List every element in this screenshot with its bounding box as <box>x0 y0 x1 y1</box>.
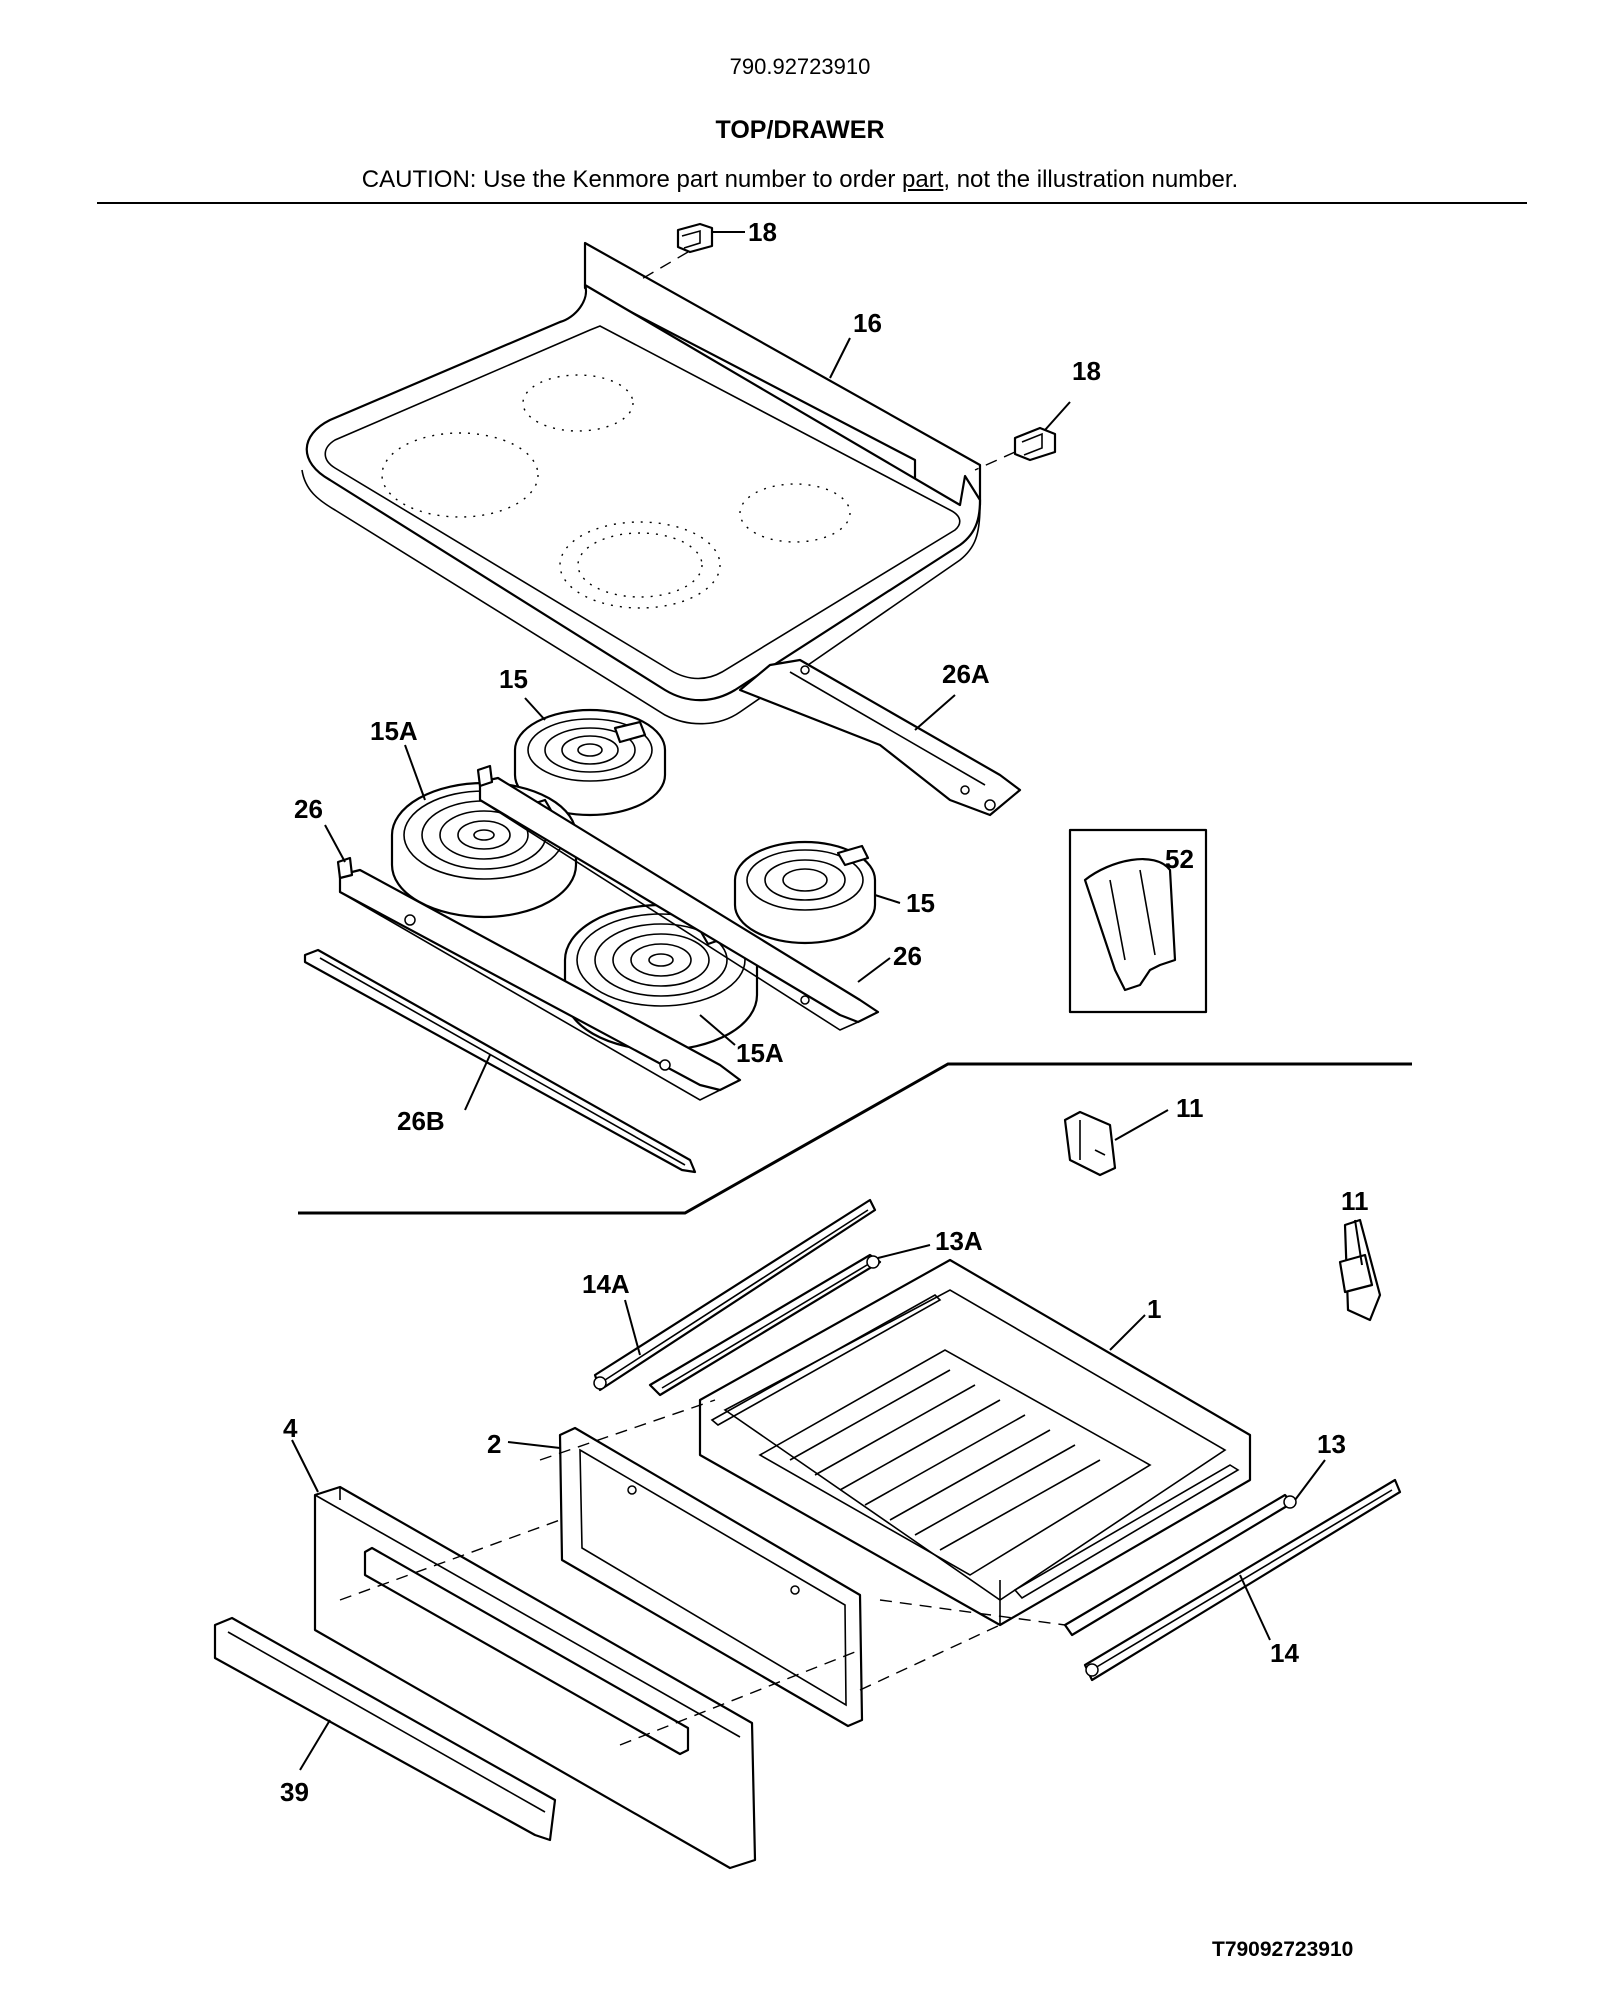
header-divider <box>97 202 1527 204</box>
callout-15A-left: 15A <box>370 716 418 746</box>
part-1-drawer-box[interactable] <box>698 1258 1252 1627</box>
caution-part-link[interactable]: part <box>902 166 944 193</box>
part-52-inset-box[interactable] <box>1068 828 1208 1014</box>
callout-52: 52 <box>1165 844 1194 874</box>
callout-2: 2 <box>487 1429 501 1459</box>
callout-26A: 26A <box>942 659 990 689</box>
page-header: 790.92723910 TOP/DRAWER CAUTION: Use the… <box>0 0 1600 210</box>
callout-18-left: 18 <box>748 217 777 247</box>
part-26B-trim-strip[interactable] <box>303 948 697 1174</box>
callout-1: 1 <box>1147 1294 1161 1324</box>
callout-39: 39 <box>280 1777 309 1807</box>
model-number: 790.92723910 <box>729 54 871 79</box>
callout-16: 16 <box>853 308 882 338</box>
diagram-code: T79092723910 <box>1212 1938 1354 1961</box>
callout-4: 4 <box>283 1413 298 1443</box>
callout-13: 13 <box>1317 1429 1346 1459</box>
part-15-element-small-rear[interactable] <box>513 708 667 817</box>
part-18-bracket-left[interactable] <box>639 222 714 281</box>
part-15-element-small-right[interactable] <box>733 840 877 945</box>
part-14A-drawer-slide-left[interactable] <box>593 1198 877 1392</box>
caution-text-prefix: CAUTION: Use the Kenmore part number to … <box>361 166 902 193</box>
part-11-bracket-right[interactable] <box>1338 1218 1382 1322</box>
part-39-drawer-handle[interactable] <box>213 1616 557 1842</box>
caution-text-suffix: , not the illustration number. <box>943 166 1239 193</box>
callout-26-left: 26 <box>294 794 323 824</box>
callout-15A-right: 15A <box>736 1038 784 1068</box>
part-16-glass-cooktop[interactable] <box>301 241 982 725</box>
part-13-slide-rail-right[interactable] <box>1063 1493 1297 1637</box>
callout-11-right: 11 <box>1341 1186 1369 1216</box>
callout-26-right: 26 <box>893 941 922 971</box>
part-26-support-bar-rear[interactable] <box>476 764 880 1031</box>
callout-26B: 26B <box>397 1106 445 1136</box>
callout-11-left: 11 <box>1176 1093 1204 1123</box>
part-11-bracket-left[interactable] <box>1063 1110 1117 1177</box>
assembly-guide-lines <box>339 1399 1066 1746</box>
part-4-drawer-front[interactable] <box>313 1485 757 1870</box>
section-separator-line <box>298 1062 1412 1215</box>
part-18-bracket-right[interactable] <box>974 426 1057 471</box>
callout-18-right: 18 <box>1072 356 1101 386</box>
part-2-drawer-frame[interactable] <box>558 1426 864 1728</box>
callout-14: 14 <box>1270 1638 1299 1668</box>
section-title: TOP/DRAWER <box>715 116 885 144</box>
callout-leaders <box>291 231 1363 1771</box>
part-26-support-bar-front[interactable] <box>336 856 742 1101</box>
part-13A-slide-rail-left[interactable] <box>648 1253 882 1397</box>
callout-labels: 18 16 18 15 26A 15A 26 52 15 26 15A 26B … <box>280 217 1369 1807</box>
callout-14A: 14A <box>582 1269 630 1299</box>
part-26A-support-bracket[interactable] <box>738 658 1022 817</box>
callout-13A: 13A <box>935 1226 983 1256</box>
callout-15-rear: 15 <box>499 664 528 694</box>
callout-15-right: 15 <box>906 888 935 918</box>
caution-note: CAUTION: Use the Kenmore part number to … <box>0 166 1600 194</box>
